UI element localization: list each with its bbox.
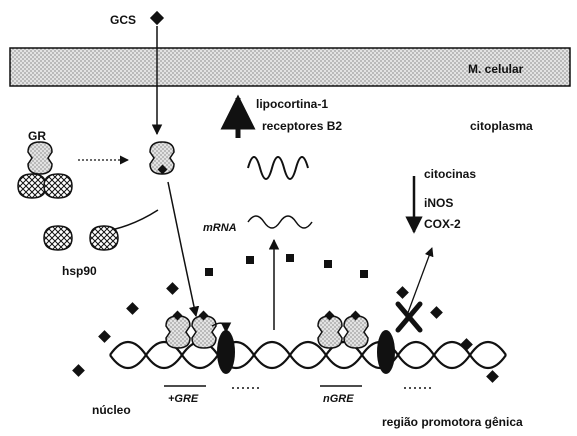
receptor-to-nucleus-arrow	[168, 182, 196, 316]
mrna-label: mRNA	[203, 222, 237, 234]
hsp90-icon	[44, 226, 118, 250]
gcs-molecule-icon	[150, 11, 164, 25]
inos-label: iNOS	[424, 196, 453, 210]
nuclear-envelope	[72, 254, 499, 383]
cytokines-label: citocinas	[424, 167, 476, 181]
protein-coil-icon	[248, 157, 308, 179]
blocked-x-icon	[398, 304, 420, 330]
n-gre-label: nGRE	[323, 393, 354, 405]
gcs-label: GCS	[110, 13, 136, 27]
gr-label: GR	[28, 129, 46, 143]
gr-hsp90-complex-icon	[18, 142, 72, 198]
hsp90-label: hsp90	[62, 264, 97, 278]
transcription-factor-block	[377, 330, 395, 374]
lipocortin-label: lipocortina-1	[256, 97, 328, 111]
transcription-factor-block	[217, 330, 235, 374]
cytoplasm-label: citoplasma	[470, 119, 533, 133]
promoter-region-label: região promotora gênica	[382, 415, 523, 429]
activated-receptor-icon	[150, 142, 174, 174]
plus-gre-label: +GRE	[168, 393, 199, 405]
mrna-strand-icon	[248, 216, 312, 228]
membrane-label: M. celular	[468, 62, 524, 76]
receptor-dimer-plus-gre	[166, 311, 226, 348]
nucleus-label: núcleo	[92, 403, 131, 417]
receptors-b2-label: receptores B2	[262, 119, 342, 133]
cox2-label: COX-2	[424, 217, 461, 231]
